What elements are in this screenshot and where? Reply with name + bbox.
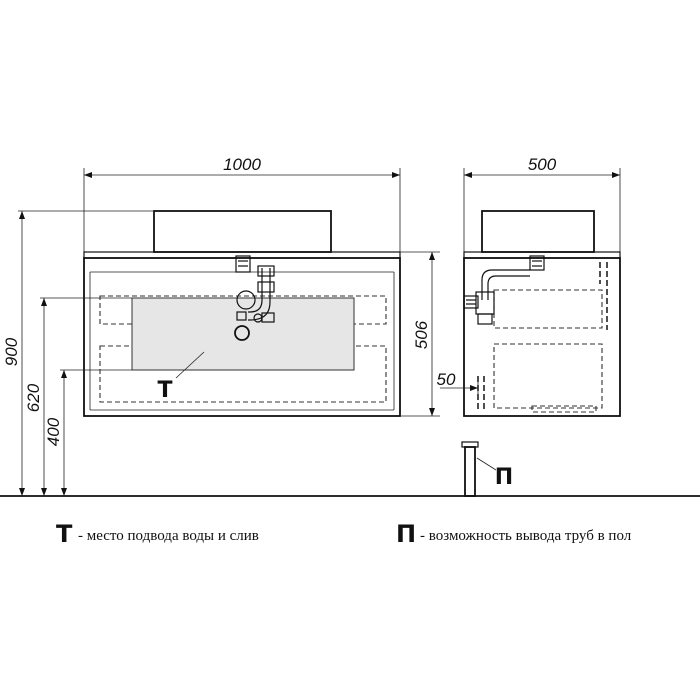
connection-zone (131, 297, 355, 371)
front-width-dimension: 1000 (223, 155, 261, 174)
total-height-dimension: 900 (2, 337, 21, 366)
vessel-sink-side (481, 210, 595, 253)
vessel-sink-front (153, 210, 332, 253)
cabinet-side (463, 257, 621, 417)
floor-pipe-marker-label: П (495, 465, 513, 490)
legend-text-t: - место подвода воды и слив (78, 528, 259, 544)
drawer-lower-side (493, 343, 603, 409)
side-view: 500 50 (437, 155, 621, 497)
offset-dimension: 50 (437, 370, 456, 389)
legend: Т - место подвода воды и слив П - возмож… (56, 520, 632, 548)
side-depth-dimension: 500 (528, 155, 557, 174)
drawer-upper-side (493, 289, 603, 329)
floor-pipe (461, 441, 479, 497)
height-400-dimension: 400 (44, 417, 63, 446)
legend-text-p: - возможность вывода труб в пол (420, 528, 632, 544)
drawer-lower-front (99, 345, 387, 403)
siphon-front (234, 255, 275, 341)
siphon-side (463, 255, 545, 325)
height-620-dimension: 620 (24, 383, 43, 412)
cabinet-height-dimension: 506 (412, 320, 431, 349)
connection-marker-label: Т (157, 378, 172, 403)
cabinet-front (83, 257, 401, 417)
legend-marker-t: Т (56, 520, 73, 548)
front-view: 1000 Т (2, 155, 440, 496)
legend-marker-p: П (396, 520, 416, 548)
